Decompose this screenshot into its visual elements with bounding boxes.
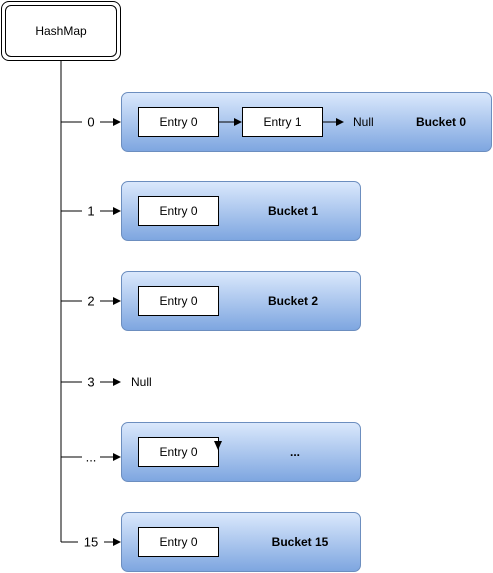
bucket-0-entry-0[interactable]: Entry 0	[138, 107, 219, 137]
bucket-4-entry-0[interactable]: Entry 0	[138, 437, 219, 467]
bucket-1-label: Bucket 1	[267, 204, 319, 218]
bucket-2-label: Bucket 2	[267, 294, 319, 308]
index-label-1: 1	[87, 203, 95, 219]
bucket-4-arrow-marker	[214, 441, 222, 450]
index-3-null: Null	[131, 375, 152, 389]
bucket-0-entry-1[interactable]: Entry 1	[242, 107, 323, 137]
index-label-0: 0	[87, 114, 95, 130]
index-label-5: 15	[83, 534, 99, 550]
hashmap-node-inner-border	[5, 5, 117, 57]
bucket-15-label: Bucket 15	[271, 535, 329, 549]
bucket-2-entry-0[interactable]: Entry 0	[138, 286, 219, 316]
bucket-15[interactable]	[121, 512, 361, 572]
bucket-15-entry-0[interactable]: Entry 0	[138, 527, 219, 557]
hashmap-node[interactable]: HashMap	[1, 1, 121, 61]
bucket-0-label: Bucket 0	[415, 115, 467, 129]
index-label-3: 3	[87, 374, 95, 390]
index-label-4: ...	[85, 449, 97, 465]
hashmap-label: HashMap	[35, 24, 87, 38]
bucket-1-entry-0[interactable]: Entry 0	[138, 196, 219, 226]
bucket-0-null: Null	[353, 115, 374, 129]
index-label-2: 2	[87, 293, 95, 309]
bucket-4-label: ...	[289, 445, 301, 459]
